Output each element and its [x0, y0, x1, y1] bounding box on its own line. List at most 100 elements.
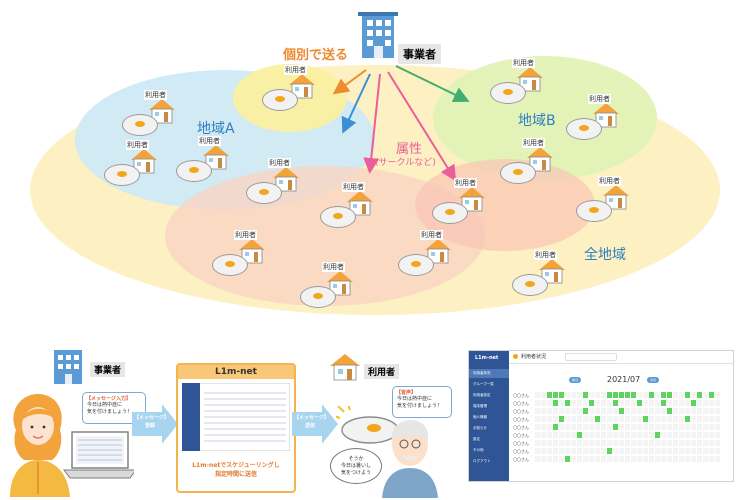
app-grid-cell [649, 408, 654, 414]
app-grid-cell [553, 424, 558, 430]
app-sidebar-item[interactable]: お知らせ [473, 426, 487, 430]
app-prev-button[interactable]: 前月 [569, 377, 581, 383]
app-grid-cell [655, 456, 660, 462]
app-sidebar-item[interactable]: 利用者状況 [469, 369, 509, 378]
app-grid-cell [703, 416, 708, 422]
app-grid-cell [619, 392, 624, 398]
app-grid-cell [661, 440, 666, 446]
app-grid-cell [667, 456, 672, 462]
app-grid-cell [577, 424, 582, 430]
user-unit: 利用者 [262, 65, 322, 111]
app-grid-cell [571, 416, 576, 422]
app-grid-cell [547, 392, 552, 398]
app-grid-cell [643, 440, 648, 446]
app-grid-cell [625, 400, 630, 406]
app-row-label: 〇〇さん [513, 456, 529, 462]
message-input-text: 今日は熱中症に 気を付けましょう！ [87, 402, 133, 415]
app-sidebar-item[interactable]: 端末管理 [473, 404, 487, 408]
user-unit: 利用者 [104, 140, 164, 186]
app-grid-cell [649, 456, 654, 462]
app-grid-cell [631, 416, 636, 422]
app-grid-cell [547, 416, 552, 422]
app-grid-cell [709, 432, 714, 438]
app-grid-cell [691, 424, 696, 430]
app-grid-cell [673, 408, 678, 414]
app-grid-cell [595, 408, 600, 414]
app-grid-cell [655, 440, 660, 446]
app-grid-cell [643, 416, 648, 422]
app-sidebar-item[interactable]: 設定 [473, 437, 480, 441]
house-icon [131, 149, 157, 174]
user-label: 利用者 [534, 250, 557, 260]
app-grid-cell [541, 392, 546, 398]
app-grid-cell [613, 448, 618, 454]
app-grid-cell [709, 440, 714, 446]
app-grid-cell [541, 440, 546, 446]
app-grid-cell [553, 400, 558, 406]
app-grid-cell [589, 432, 594, 438]
app-grid-cell [697, 448, 702, 454]
app-grid-cell [697, 416, 702, 422]
app-grid-cell [535, 448, 540, 454]
arrow2-tag: 【メッセージ】 [294, 415, 329, 421]
app-grid-cell [559, 416, 564, 422]
app-sidebar-menu: 利用者状況グループ一覧利用者設定端末管理個人情報お知らせ設定その他ログアウト [469, 369, 509, 466]
app-grid-cell [703, 440, 708, 446]
app-grid-cell [715, 448, 720, 454]
house-icon [459, 187, 485, 212]
app-grid-cell [661, 424, 666, 430]
app-grid-cell [607, 456, 612, 462]
app-screenshot: L1m-net 利用者状況グループ一覧利用者設定端末管理個人情報お知らせ設定その… [468, 350, 734, 482]
house-icon [203, 145, 229, 170]
app-grid-cell [541, 416, 546, 422]
app-grid-cell [667, 424, 672, 430]
speaker-device [566, 118, 602, 140]
app-grid-cell [625, 424, 630, 430]
app-grid-cell [571, 432, 576, 438]
app-grid-cell [607, 432, 612, 438]
app-grid-cell [709, 400, 714, 406]
app-grid-cell [715, 416, 720, 422]
app-grid-cell [625, 408, 630, 414]
app-grid-cell [577, 416, 582, 422]
app-grid-cell [553, 440, 558, 446]
app-search-input[interactable] [565, 353, 617, 361]
app-grid-cell [643, 448, 648, 454]
app-grid-cell [553, 432, 558, 438]
app-grid-cell [559, 400, 564, 406]
app-grid-cell [535, 408, 540, 414]
app-grid-cell [655, 392, 660, 398]
app-next-button[interactable]: 次月 [647, 377, 659, 383]
app-grid-cell [547, 408, 552, 414]
app-grid-cell [571, 408, 576, 414]
app-row-label: 〇〇さん [513, 416, 529, 422]
app-grid-cell [667, 392, 672, 398]
app-grid-cell [637, 408, 642, 414]
app-grid-cell [637, 416, 642, 422]
app-grid-cell [715, 408, 720, 414]
app-grid-cell [661, 392, 666, 398]
app-grid-cell [619, 424, 624, 430]
app-grid-cell [661, 408, 666, 414]
app-sidebar-item[interactable]: その他 [473, 448, 484, 452]
app-grid-cell [607, 416, 612, 422]
reply-bubble: そうか 今日は暑いし 気をつけよう [330, 448, 382, 484]
laptop-illustration [63, 431, 134, 479]
app-sidebar-item[interactable]: 個人情報 [473, 415, 487, 419]
app-grid-cell [613, 424, 618, 430]
app-grid-cell [697, 408, 702, 414]
app-grid-cell [535, 392, 540, 398]
building-icon [358, 12, 398, 58]
app-grid-cell [661, 416, 666, 422]
user-unit: 利用者 [300, 262, 360, 308]
app-grid-cell [547, 424, 552, 430]
app-sidebar-item[interactable]: ログアウト [473, 459, 491, 463]
app-grid-cell [703, 456, 708, 462]
app-sidebar-item[interactable]: グループ一覧 [473, 382, 494, 386]
app-grid-cell [691, 408, 696, 414]
app-sidebar-item[interactable]: 利用者設定 [473, 393, 491, 397]
app-grid-cell [595, 416, 600, 422]
app-grid-cell [643, 392, 648, 398]
app-grid-cell [589, 448, 594, 454]
